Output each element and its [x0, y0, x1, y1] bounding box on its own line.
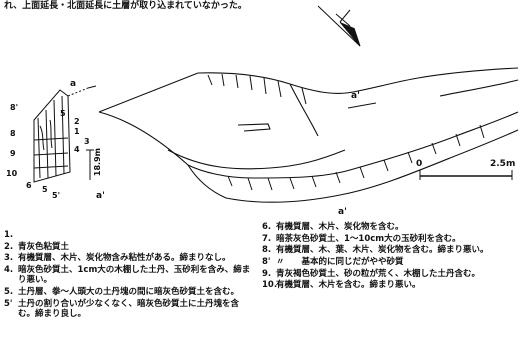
legend-item: 2.青灰色粘質土	[4, 241, 70, 252]
scale-zero: 0	[416, 159, 423, 169]
scale-length: 2.5m	[490, 159, 516, 169]
layer-label-2: 2	[74, 117, 80, 126]
section-label-a: a	[70, 79, 77, 89]
legend-item: 3.有機質層、木片、炭化物含み粘性がある。締まりなし。	[4, 253, 231, 264]
layer-label-8-prime: 8'	[10, 103, 19, 112]
layer-label-5: 5	[42, 185, 48, 194]
section-label-a-prime-left: a'	[96, 191, 105, 201]
legend-item: 9.青灰褐色砂質土、砂の粒が荒く、木棚した土丹含む。	[262, 268, 481, 279]
legend-item: 10.有機質層、木片を含む。締まり悪い。	[262, 280, 421, 291]
section-hatching	[207, 73, 485, 191]
layer-label-4: 4	[74, 145, 80, 154]
legend-left: 1. 2.青灰色粘質土 3.有機質層、木片、炭化物含み粘性がある。締まりなし。 …	[4, 230, 254, 321]
legend-item: 6.有機質層、木片、炭化物を含む。	[262, 222, 404, 232]
main-section-profile	[98, 67, 519, 203]
legend-item: 4.暗灰色砂質土、1cm大の木棚した土丹、玉砂利を含み、締まり悪い。	[4, 265, 251, 286]
layer-label-5-upper: 5	[60, 109, 66, 118]
elevation-marker	[86, 149, 94, 180]
section-label-a-prime-bottom: a'	[338, 207, 347, 217]
legend-item: 8'〃 基本的に同じだがやや砂質	[262, 257, 404, 268]
layer-label-6: 6	[26, 181, 32, 190]
left-section-column	[33, 85, 97, 183]
header-note: れ、上面延長・北面延長に土層が取り込まれていなかった。	[4, 1, 247, 11]
layer-label-10: 10	[6, 169, 18, 178]
scale-bar	[419, 170, 513, 180]
layer-label-3: 3	[84, 137, 90, 146]
section-label-a-prime-mid: a'	[351, 91, 360, 101]
legend-item: 8.有機質層、木、葉、木片、炭化物を含む。締まり悪い。	[262, 245, 489, 256]
legend-item: 5.土丹層、拳～人頭大の土丹塊の間に暗灰色砂質土を含む。	[4, 286, 240, 297]
legend-item: 7.暗茶灰色砂質土、1～10cm大の玉砂利を含む。	[262, 233, 461, 244]
section-drawing	[33, 5, 519, 203]
layer-label-9: 9	[10, 149, 16, 158]
legend-item: 5'土丹の割り合いが少なくなく、暗灰色砂質土に土丹塊を含む。締まり良し。	[4, 298, 240, 319]
layer-label-1: 1	[74, 127, 80, 136]
legend-right: 6.有機質層、木片、炭化物を含む。 7.暗茶灰色砂質土、1～10cm大の玉砂利を…	[262, 222, 528, 292]
layer-label-8: 8	[10, 129, 16, 138]
layer-label-5-prime: 5'	[52, 191, 61, 200]
legend-item: 1.	[4, 230, 14, 240]
elevation-label: 18.9m	[93, 148, 102, 177]
north-arrow-icon	[317, 5, 361, 47]
